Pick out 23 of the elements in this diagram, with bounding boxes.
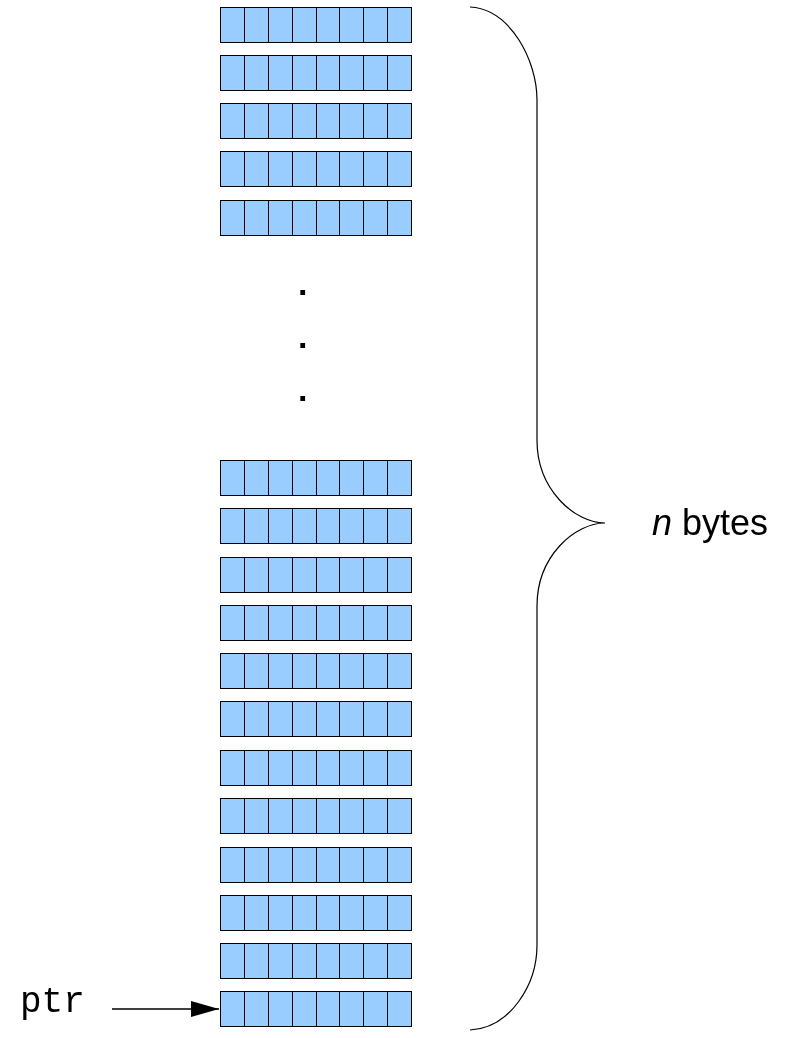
byte-row — [220, 798, 412, 834]
byte-row — [220, 460, 412, 496]
pointer-label: ptr — [20, 985, 85, 1021]
byte-row — [220, 701, 412, 737]
byte-row — [220, 895, 412, 931]
byte-row — [220, 991, 412, 1027]
ellipsis-dot: . — [298, 372, 308, 406]
byte-row — [220, 151, 412, 187]
byte-row — [220, 847, 412, 883]
byte-row — [220, 103, 412, 139]
size-label: n bytes — [652, 505, 769, 541]
byte-row — [220, 653, 412, 689]
byte-row — [220, 750, 412, 786]
byte-row — [220, 200, 412, 236]
ellipsis-dot: . — [298, 266, 308, 300]
arrow — [111, 1001, 220, 1017]
ellipsis-dot: . — [298, 319, 308, 353]
byte-row — [220, 508, 412, 544]
byte-row — [220, 605, 412, 641]
byte-row — [220, 943, 412, 979]
byte-row — [220, 557, 412, 593]
byte-row — [220, 55, 412, 91]
byte-row — [220, 7, 412, 43]
